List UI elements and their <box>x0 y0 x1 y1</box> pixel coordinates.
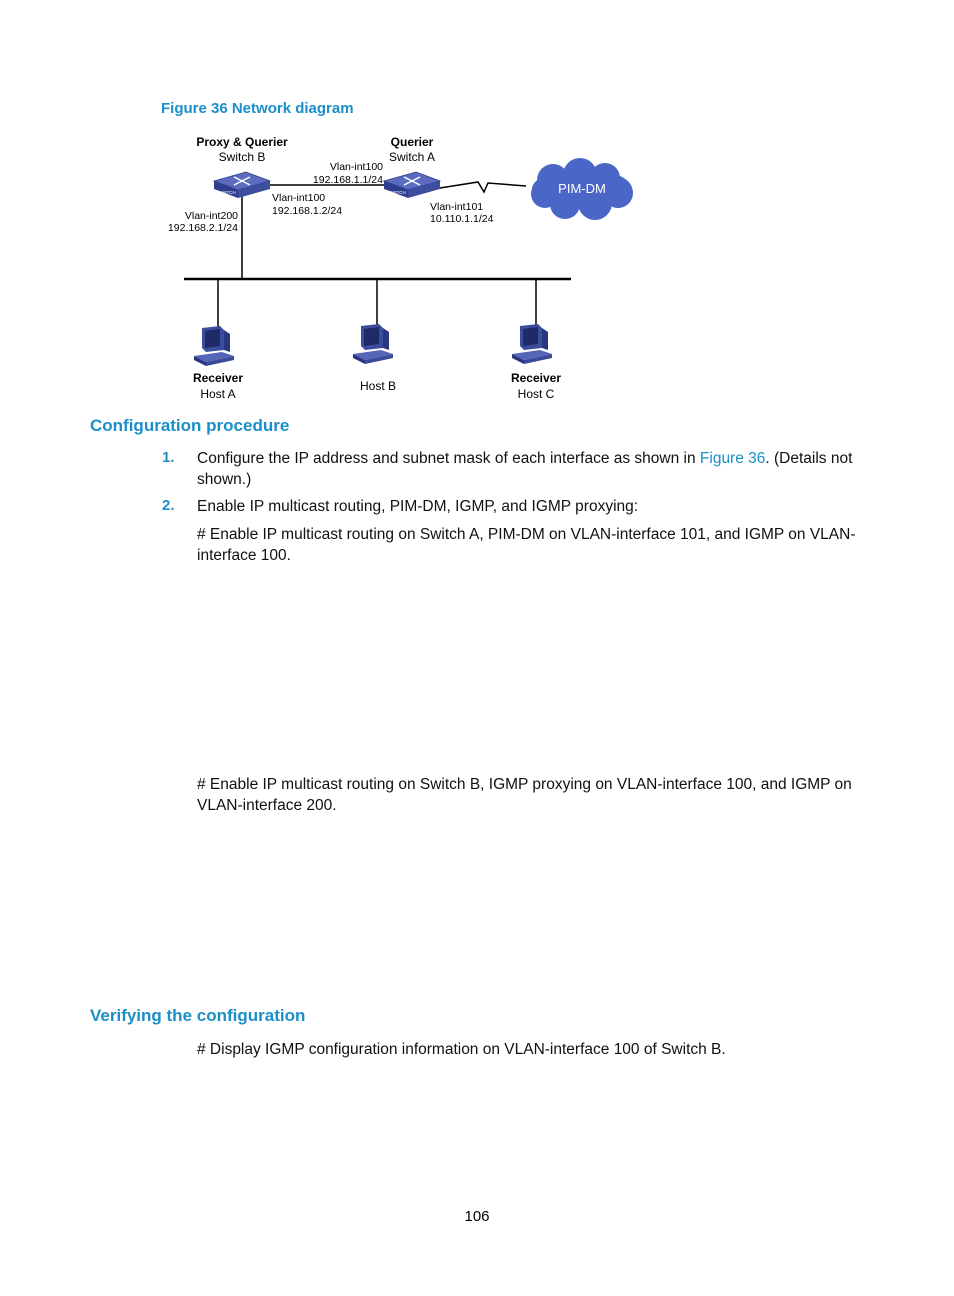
host-b-name: Host B <box>360 379 396 393</box>
switch-a-icon: SWITCH <box>383 171 441 199</box>
cloud-label: PIM-DM <box>558 181 606 196</box>
switch-b-badge: SWITCH <box>218 190 236 195</box>
switch-b-role: Proxy & Querier <box>196 135 288 149</box>
switch-b-port-right-label: Vlan-int100 <box>272 192 325 204</box>
host-a-role: Receiver <box>193 371 243 385</box>
step-1-text: Configure the IP address and subnet mask… <box>197 448 867 490</box>
verifying-heading: Verifying the configuration <box>90 1006 306 1025</box>
switch-a-port-right-ip: 10.110.1.1/24 <box>430 213 494 225</box>
host-c-icon <box>512 324 552 364</box>
switch-b-port-left-label: Vlan-int200 <box>185 210 238 222</box>
pim-dm-cloud-icon: PIM-DM <box>531 158 633 220</box>
switch-a-role: Querier <box>391 135 434 149</box>
figure-36-link[interactable]: Figure 36 <box>699 450 766 467</box>
step-1-text-before: Configure the IP address and subnet mask… <box>197 450 700 467</box>
switch-a-port-right-label: Vlan-int101 <box>430 201 483 213</box>
switch-a-port-left-label: Vlan-int100 <box>330 161 383 173</box>
host-b-icon <box>353 324 393 364</box>
step-2-text: Enable IP multicast routing, PIM-DM, IGM… <box>197 498 639 515</box>
link-switcha-cloud <box>439 181 527 194</box>
host-a-name: Host A <box>200 387 235 401</box>
switch-b-port-right-ip: 192.168.1.2/24 <box>272 205 342 217</box>
host-c-name: Host C <box>518 387 555 401</box>
host-a-icon <box>194 326 234 366</box>
figure-caption: Figure 36 Network diagram <box>161 100 354 117</box>
verifying-comment: # Display IGMP configuration information… <box>197 1041 726 1058</box>
switch-a-name: Switch A <box>389 150 435 164</box>
host-c-role: Receiver <box>511 371 561 385</box>
switch-b-icon: SWITCH <box>213 171 271 199</box>
comment-switch-b: # Enable IP multicast routing on Switch … <box>197 776 852 814</box>
config-procedure-heading: Configuration procedure <box>90 416 290 435</box>
switch-b-name: Switch B <box>219 150 266 164</box>
network-diagram: SWITCH Proxy & Querier Switch B Vlan-int… <box>168 135 633 401</box>
page-number: 106 <box>464 1208 490 1225</box>
comment-switch-a: # Enable IP multicast routing on Switch … <box>197 526 856 564</box>
step-1-text-after: . (Details not shown.) <box>197 450 853 488</box>
switch-a-badge: SWITCH <box>388 190 406 195</box>
step-1-number: 1. <box>162 449 175 466</box>
switch-a-port-left-ip: 192.168.1.1/24 <box>313 174 383 186</box>
switch-b-port-left-ip: 192.168.2.1/24 <box>168 222 238 234</box>
step-2-number: 2. <box>162 497 175 514</box>
